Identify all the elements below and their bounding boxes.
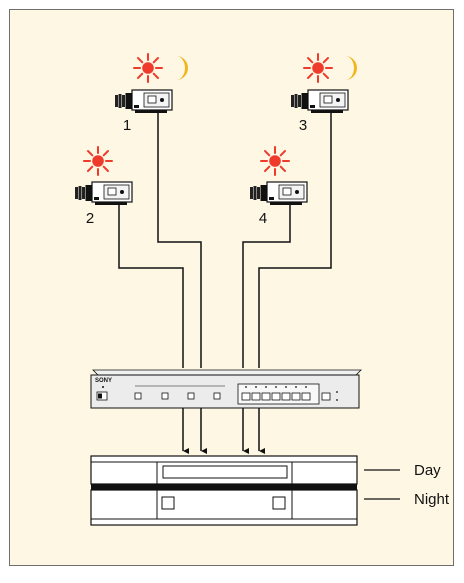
wire-camera-3 <box>258 112 332 368</box>
recorder-night <box>90 489 358 526</box>
sun-icon <box>260 146 290 176</box>
output-label-day: Day <box>414 462 441 479</box>
signal-wires <box>118 112 332 368</box>
sun-icon <box>133 53 163 83</box>
camera-label: 2 <box>86 210 94 227</box>
output-arrows <box>182 408 265 454</box>
camera-label: 1 <box>123 117 131 134</box>
wire-camera-4 <box>242 204 291 368</box>
output-label-night: Night <box>414 491 450 508</box>
recorder-stack <box>90 455 358 526</box>
switcher-brand: SONY <box>95 378 112 384</box>
wire-camera-2 <box>118 204 184 368</box>
sun-icon <box>83 146 113 176</box>
camera-label: 4 <box>259 210 267 227</box>
camera-label: 3 <box>299 117 307 134</box>
sun-icon <box>303 53 333 83</box>
wire-camera-1 <box>157 112 202 368</box>
video-switcher: SONY <box>90 369 362 409</box>
